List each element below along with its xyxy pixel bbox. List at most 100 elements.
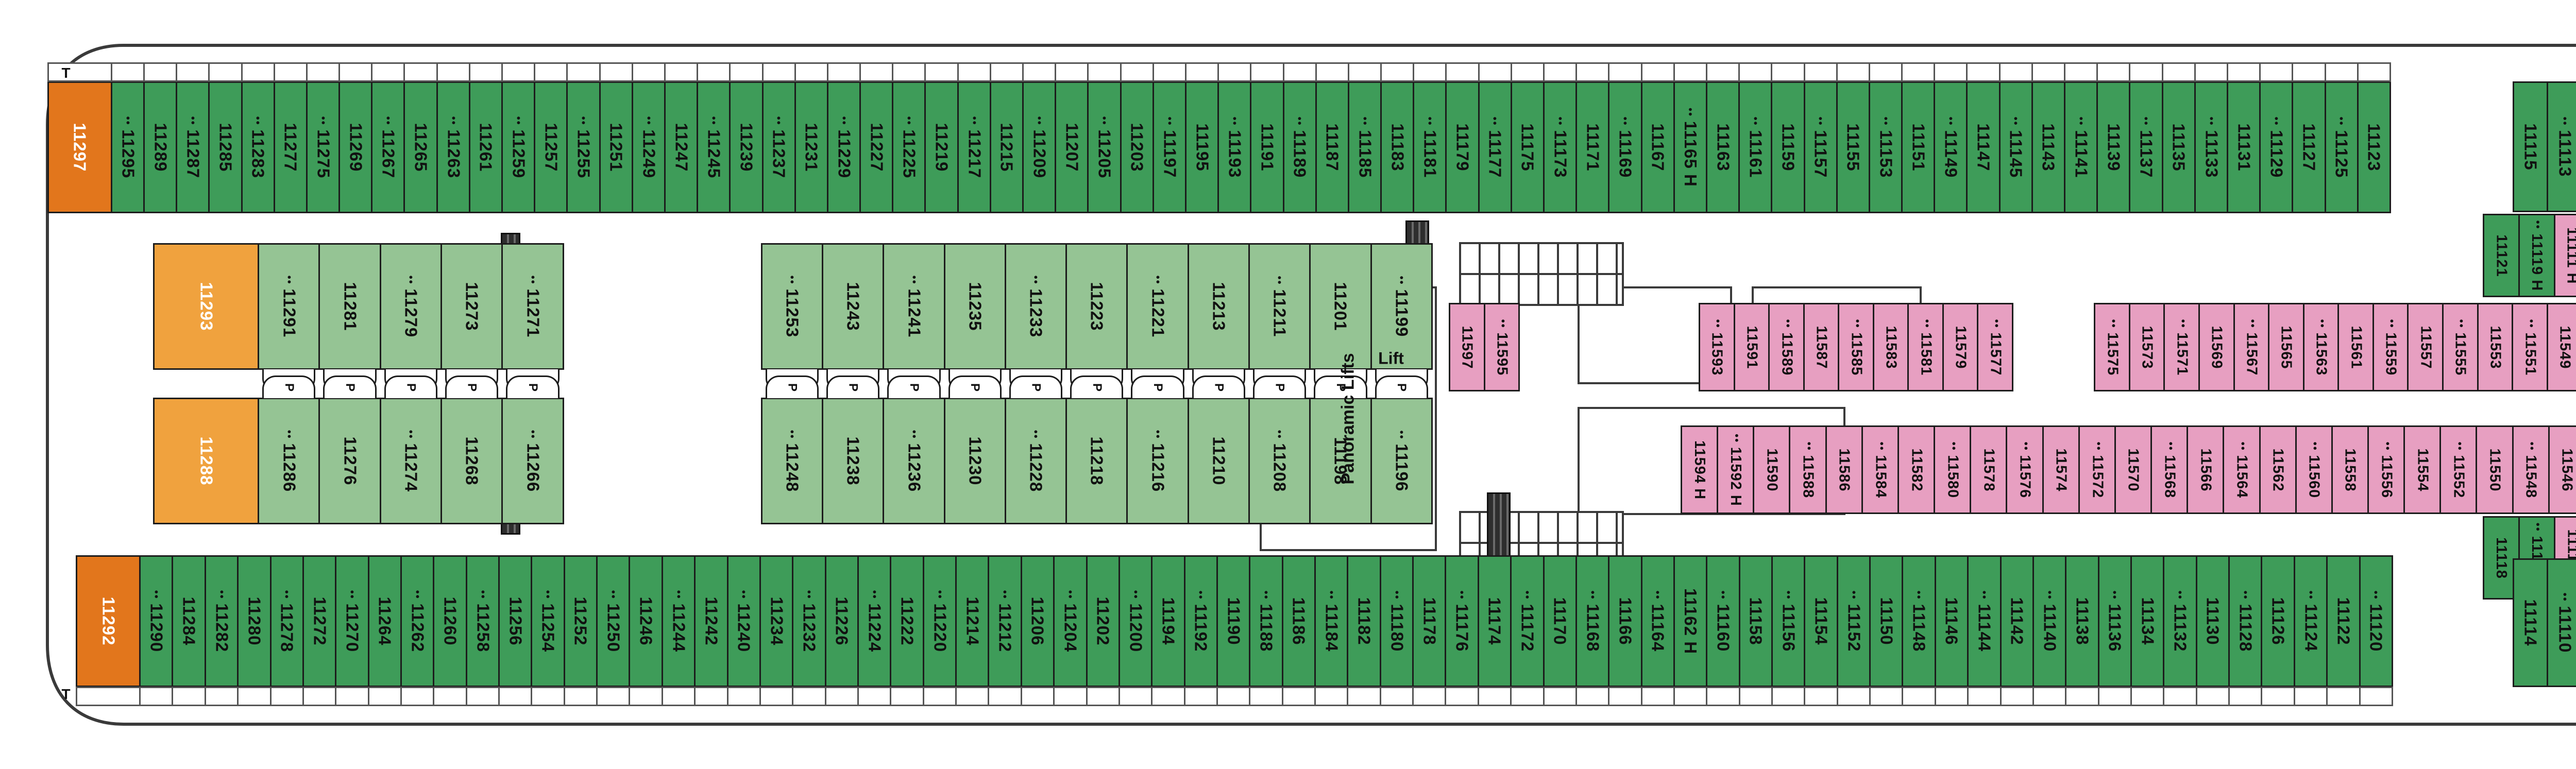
cabin-11584[interactable]: 11584: [1861, 425, 1899, 514]
cabin-11207[interactable]: 11207: [1055, 62, 1089, 213]
cabin-11565[interactable]: 11565: [2268, 303, 2304, 391]
cabin-11272[interactable]: 11272: [302, 555, 337, 706]
cabin-11551[interactable]: 11551: [2512, 303, 2548, 391]
cabin-11242[interactable]: 11242: [694, 555, 728, 706]
cabin-11114[interactable]: 11114: [2513, 558, 2549, 687]
cabin-11583[interactable]: 11583: [1872, 303, 1909, 391]
cabin-11286[interactable]: 11286: [258, 375, 320, 524]
cabin-11140[interactable]: 11140: [2032, 555, 2067, 706]
cabin-11120[interactable]: 11120: [2359, 555, 2394, 706]
cabin-11550[interactable]: 11550: [2476, 425, 2514, 514]
cabin-11563[interactable]: 11563: [2302, 303, 2340, 391]
cabin-11593[interactable]: 11593: [1698, 303, 1735, 391]
cabin-11210[interactable]: 11210: [1187, 375, 1250, 524]
cabin-11277[interactable]: 11277: [273, 62, 308, 213]
cabin-11265[interactable]: 11265: [403, 62, 438, 213]
cabin-11576[interactable]: 11576: [2006, 425, 2044, 514]
cabin-11168[interactable]: 11168: [1575, 555, 1610, 706]
cabin-11147[interactable]: 11147: [1966, 62, 2001, 213]
cabin-11193[interactable]: 11193: [1217, 62, 1252, 213]
cabin-11131[interactable]: 11131: [2226, 62, 2261, 213]
cabin-11237[interactable]: 11237: [761, 62, 796, 213]
cabin-11151[interactable]: 11151: [1901, 62, 1936, 213]
cabin-11198[interactable]: 11198: [1309, 375, 1372, 524]
cabin-11256[interactable]: 11256: [498, 555, 533, 706]
cabin-11136[interactable]: 11136: [2097, 555, 2132, 706]
cabin-11204[interactable]: 11204: [1053, 555, 1088, 706]
cabin-11561[interactable]: 11561: [2337, 303, 2374, 391]
cabin-11206[interactable]: 11206: [1020, 555, 1055, 706]
cabin-11295[interactable]: 11295: [110, 62, 145, 213]
cabin-11254[interactable]: 11254: [531, 555, 566, 706]
cabin-11297[interactable]: 11297: [47, 62, 112, 213]
cabin-11578[interactable]: 11578: [1970, 425, 2008, 514]
cabin-11164[interactable]: 11164: [1640, 555, 1675, 706]
cabin-11557[interactable]: 11557: [2407, 303, 2444, 391]
cabin-11284[interactable]: 11284: [172, 555, 207, 706]
cabin-11233[interactable]: 11233: [1004, 243, 1067, 392]
cabin-11279[interactable]: 11279: [379, 243, 443, 392]
cabin-11281[interactable]: 11281: [318, 243, 381, 392]
cabin-11287[interactable]: 11287: [176, 62, 210, 213]
cabin-11121[interactable]: 11121: [2483, 214, 2520, 297]
cabin-11548[interactable]: 11548: [2512, 425, 2550, 514]
cabin-11228[interactable]: 11228: [1004, 375, 1067, 524]
cabin-11582[interactable]: 11582: [1897, 425, 1936, 514]
cabin-11556[interactable]: 11556: [2367, 425, 2405, 514]
cabin-11268[interactable]: 11268: [440, 375, 503, 524]
cabin-11158[interactable]: 11158: [1738, 555, 1773, 706]
cabin-11246[interactable]: 11246: [629, 555, 664, 706]
cabin-11173[interactable]: 11173: [1543, 62, 1578, 213]
cabin-11133[interactable]: 11133: [2194, 62, 2229, 213]
cabin-11282[interactable]: 11282: [204, 555, 239, 706]
cabin-11142[interactable]: 11142: [1999, 555, 2035, 706]
cabin-11264[interactable]: 11264: [367, 555, 402, 706]
cabin-11221[interactable]: 11221: [1126, 243, 1189, 392]
cabin-11196[interactable]: 11196: [1370, 375, 1433, 524]
cabin-11156[interactable]: 11156: [1771, 555, 1806, 706]
cabin-11190[interactable]: 11190: [1216, 555, 1251, 706]
cabin-11145[interactable]: 11145: [1998, 62, 2033, 213]
cabin-11247[interactable]: 11247: [664, 62, 699, 213]
cabin-11129[interactable]: 11129: [2259, 62, 2294, 213]
cabin-11195[interactable]: 11195: [1184, 62, 1219, 213]
cabin-11280[interactable]: 11280: [237, 555, 272, 706]
cabin-11592-H[interactable]: 11592 H: [1717, 425, 1755, 514]
cabin-11115[interactable]: 11115: [2513, 81, 2549, 212]
cabin-11258[interactable]: 11258: [465, 555, 500, 706]
cabin-11224[interactable]: 11224: [857, 555, 892, 706]
cabin-11562[interactable]: 11562: [2259, 425, 2297, 514]
cabin-11159[interactable]: 11159: [1771, 62, 1805, 213]
cabin-11255[interactable]: 11255: [566, 62, 601, 213]
cabin-11208[interactable]: 11208: [1248, 375, 1311, 524]
cabin-11263[interactable]: 11263: [436, 62, 471, 213]
cabin-11290[interactable]: 11290: [139, 555, 174, 706]
cabin-11577[interactable]: 11577: [1977, 303, 2014, 391]
cabin-11227[interactable]: 11227: [859, 62, 894, 213]
cabin-11571[interactable]: 11571: [2163, 303, 2200, 391]
cabin-11232[interactable]: 11232: [792, 555, 826, 706]
cabin-11572[interactable]: 11572: [2078, 425, 2116, 514]
cabin-11549[interactable]: 11549: [2546, 303, 2576, 391]
cabin-11154[interactable]: 11154: [1804, 555, 1839, 706]
cabin-11153[interactable]: 11153: [1868, 62, 1903, 213]
cabin-11240[interactable]: 11240: [726, 555, 761, 706]
cabin-11137[interactable]: 11137: [2129, 62, 2163, 213]
cabin-11568[interactable]: 11568: [2150, 425, 2189, 514]
cabin-11200[interactable]: 11200: [1118, 555, 1153, 706]
cabin-11203[interactable]: 11203: [1120, 62, 1154, 213]
cabin-11552[interactable]: 11552: [2439, 425, 2478, 514]
cabin-11267[interactable]: 11267: [371, 62, 405, 213]
cabin-11567[interactable]: 11567: [2233, 303, 2270, 391]
cabin-11144[interactable]: 11144: [1967, 555, 2002, 706]
cabin-11559[interactable]: 11559: [2372, 303, 2409, 391]
cabin-11197[interactable]: 11197: [1152, 62, 1187, 213]
cabin-11125[interactable]: 11125: [2324, 62, 2359, 213]
cabin-11243[interactable]: 11243: [822, 243, 885, 392]
cabin-11149[interactable]: 11149: [1934, 62, 1968, 213]
cabin-11261[interactable]: 11261: [468, 62, 503, 213]
cabin-11591[interactable]: 11591: [1733, 303, 1770, 391]
cabin-11217[interactable]: 11217: [957, 62, 992, 213]
cabin-11148[interactable]: 11148: [1902, 555, 1937, 706]
cabin-11128[interactable]: 11128: [2228, 555, 2263, 706]
